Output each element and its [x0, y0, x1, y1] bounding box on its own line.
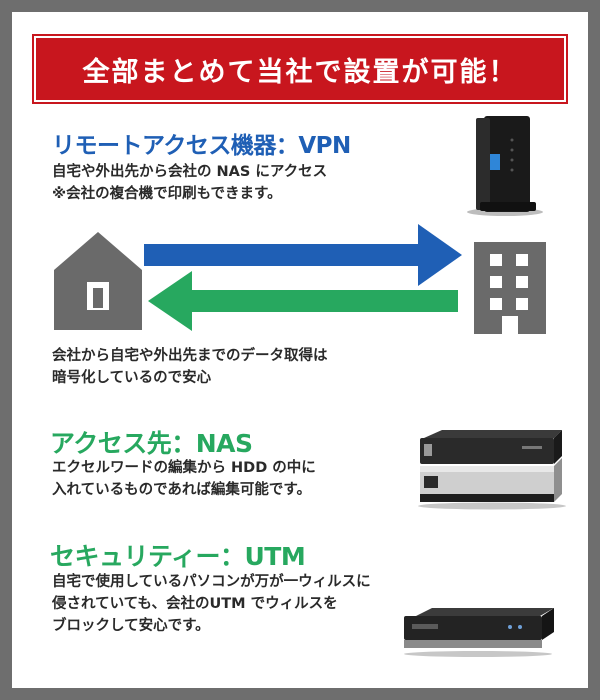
- transfer-desc-line1: 会社から自宅や外出先までのデータ取得は: [52, 348, 328, 364]
- office-building-icon: [474, 242, 546, 334]
- utm-desc-line3: ブロックして安心です。: [52, 618, 210, 634]
- blue-arrow-to-office: [144, 224, 462, 286]
- transfer-desc-line2: 暗号化しているので安心: [52, 370, 212, 386]
- utm-desc-line2: 侵されていても、会社のUTM でウィルスを: [52, 596, 338, 612]
- vpn-desc-line2: ※会社の複合機で印刷もできます。: [52, 186, 282, 202]
- banner-title: 全部まとめて当社で設置が可能！: [82, 56, 518, 88]
- transfer-arrows: [144, 224, 462, 331]
- green-arrow-to-home: [148, 271, 458, 331]
- nas-desc-line2: 入れているものであれば編集可能です。: [52, 482, 311, 498]
- utm-device-icon: [404, 608, 554, 657]
- router-icon: [467, 116, 543, 216]
- title-banner: 全部まとめて当社で設置が可能！: [32, 34, 568, 104]
- nas-desc-line1: エクセルワードの編集から HDD の中に: [52, 460, 316, 476]
- vpn-heading: リモートアクセス機器：VPN: [52, 133, 351, 159]
- utm-heading: セキュリティー：UTM: [50, 542, 306, 571]
- nas-device-icon: [418, 430, 566, 510]
- nas-heading: アクセス先：NAS: [50, 429, 253, 458]
- house-icon: [54, 232, 142, 330]
- utm-desc-line1: 自宅で使用しているパソコンが万が一ウィルスに: [52, 574, 371, 590]
- vpn-desc-line1: 自宅や外出先から会社の NAS にアクセス: [52, 164, 328, 180]
